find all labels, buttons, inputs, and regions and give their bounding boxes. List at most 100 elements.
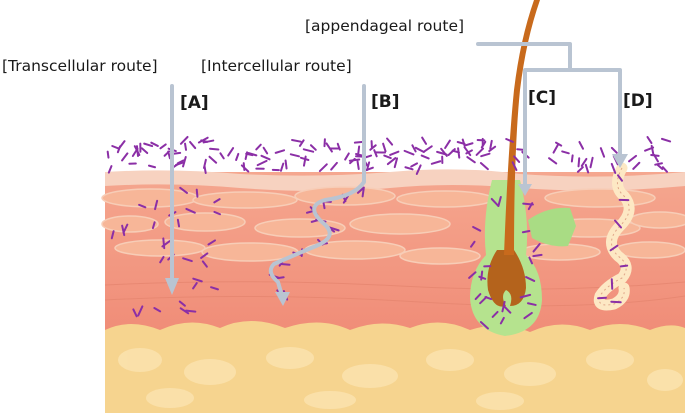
molecule-dash (479, 321, 489, 330)
molecule-dash (465, 149, 473, 155)
molecule-dash (302, 155, 307, 167)
molecule-dash (610, 300, 622, 304)
molecule-dash (404, 166, 414, 171)
molecule-dash (207, 239, 216, 246)
appendageal-bracket (476, 42, 622, 188)
molecule-dash (414, 146, 425, 154)
molecule-dash (646, 136, 653, 145)
molecule-dash (466, 156, 476, 164)
molecule-dash (209, 147, 220, 151)
molecule-dash (403, 149, 415, 156)
molecule-dash (140, 147, 149, 155)
molecule-dash (201, 260, 208, 268)
molecule-dash (386, 137, 394, 146)
molecule-dash (523, 311, 533, 320)
molecule-dash (619, 264, 629, 268)
molecule-dash (178, 300, 186, 307)
molecule-dash (122, 223, 129, 234)
molecule-dash (561, 150, 570, 155)
molecule-dash (361, 187, 365, 198)
molecule-dash (202, 158, 207, 169)
molecule-dash (497, 196, 502, 207)
molecule-dash (488, 145, 497, 153)
molecule-dash (389, 150, 400, 156)
molecule-dash (349, 157, 356, 165)
molecule-dash (255, 143, 262, 151)
molecule-dash (159, 255, 165, 264)
molecule-dash (182, 155, 187, 168)
molecule-dash (548, 157, 558, 165)
molecule-dash (393, 157, 399, 169)
molecule-dash (106, 150, 110, 159)
molecule-dash (456, 140, 466, 145)
molecule-dash (490, 197, 500, 207)
molecule-dash (240, 164, 250, 173)
molecule-dash (436, 150, 448, 156)
molecule-dash (185, 309, 197, 313)
molecule-dash (599, 147, 606, 158)
molecule-dash (578, 140, 585, 150)
molecule-dash (373, 149, 378, 158)
molecule-dash (185, 207, 196, 214)
molecule-dash (505, 137, 514, 143)
molecule-dash (656, 163, 664, 171)
molecule-dash (421, 136, 428, 145)
molecule-dash (470, 240, 476, 248)
molecule-dash (468, 271, 477, 279)
molecule-dash (526, 302, 537, 306)
molecule-dash (274, 149, 286, 154)
marker-b: [B] (371, 92, 400, 112)
molecule-dash (491, 310, 499, 318)
molecule-dash (479, 296, 488, 305)
molecule-dash (653, 154, 659, 163)
molecule-dash (289, 153, 300, 158)
molecule-dash (305, 210, 315, 214)
molecule-dash (589, 156, 594, 169)
arrow-heads (165, 154, 628, 306)
fat-layer (105, 321, 685, 413)
molecule-dash (475, 147, 485, 156)
molecule-dash (179, 307, 190, 315)
molecule-dash (153, 306, 162, 313)
molecule-dash (107, 165, 113, 174)
molecule-dash (610, 162, 617, 175)
molecule-dash (570, 154, 574, 163)
molecule-dash (133, 145, 141, 156)
molecule-dash (344, 152, 350, 161)
sebaceous-gland (528, 207, 576, 247)
molecule-dash (309, 144, 317, 151)
stratum-corneum-layer (105, 169, 685, 191)
molecule-dash (245, 152, 254, 157)
molecule-dash (463, 146, 472, 157)
molecule-dash (179, 135, 189, 145)
molecule-dash (291, 138, 302, 143)
molecule-dash (528, 256, 534, 265)
molecule-dash (159, 143, 167, 150)
molecule-dash (195, 188, 199, 198)
appendageal-label: [appendageal route] (305, 17, 464, 35)
molecule-dash (363, 154, 373, 159)
marker-d: [D] (623, 91, 653, 111)
molecule-dash (661, 166, 669, 173)
molecule-dash (410, 162, 419, 168)
molecule-dash (192, 277, 203, 283)
molecule-dash (525, 276, 536, 282)
molecule-dash (430, 160, 442, 165)
molecule-dash (499, 316, 505, 325)
molecule-dash (227, 147, 235, 157)
molecule-dash (162, 237, 166, 250)
molecule-dash (613, 219, 623, 229)
molecule-dash (280, 263, 291, 266)
molecule-dash (192, 282, 198, 290)
intercellular-arrow (268, 84, 366, 298)
molecule-dash (356, 186, 365, 194)
molecule-dash (111, 144, 121, 150)
molecule-dash (325, 142, 333, 153)
molecule-dash (584, 163, 590, 174)
molecule-dash (489, 139, 493, 150)
fat-cells (118, 347, 683, 410)
molecule-dash (369, 144, 377, 151)
molecule-dash (121, 152, 129, 162)
molecule-dash (420, 154, 430, 160)
molecule-dash (200, 252, 209, 259)
